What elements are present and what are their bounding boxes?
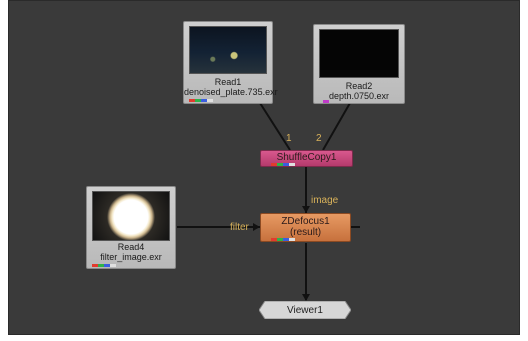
read1-file: denoised_plate.735.exr (184, 87, 278, 97)
read2-channels (323, 100, 329, 103)
arrowhead-filter (253, 223, 260, 231)
read1-channels (189, 99, 213, 102)
read1-thumbnail (189, 26, 267, 74)
read4-node[interactable]: Read4 filter_image.exr (86, 186, 176, 269)
shufflecopy-input-2-label: 2 (316, 133, 322, 144)
read2-node[interactable]: Read2 depth.0750.exr (313, 24, 405, 104)
read2-file: depth.0750.exr (328, 91, 390, 101)
edge-read2-shufflecopy[interactable] (322, 102, 351, 151)
arrowhead-viewer (302, 294, 310, 301)
read4-thumbnail (92, 191, 170, 241)
read1-node[interactable]: Read1 denoised_plate.735.exr (183, 21, 278, 104)
zdefocus-sub: (result) (289, 227, 322, 238)
zdefocus-name: ZDefocus1 (281, 216, 330, 227)
zdefocus-channels (271, 238, 295, 241)
edge-read1-shufflecopy[interactable] (259, 102, 291, 151)
read4-file: filter_image.exr (100, 252, 162, 262)
viewer-shape (259, 301, 351, 319)
shufflecopy-name: ShuffleCopy1 (276, 152, 337, 163)
read4-name: Read4 (117, 242, 145, 252)
read2-name: Read2 (345, 81, 373, 91)
zdefocus-filter-label: filter (230, 222, 249, 233)
zdefocus-image-label: image (311, 195, 339, 206)
shufflecopy-channels (271, 163, 295, 166)
read1-name: Read1 (214, 77, 242, 87)
arrowhead-shufflecopy (302, 206, 310, 213)
read2-thumbnail (319, 29, 399, 78)
shufflecopy-input-1-label: 1 (286, 133, 292, 144)
viewer-name: Viewer1 (287, 305, 323, 316)
zdefocus-node[interactable]: ZDefocus1 (result) (260, 213, 351, 242)
viewer-node[interactable]: Viewer1 (259, 301, 351, 319)
read4-channels (92, 264, 116, 267)
shufflecopy-node[interactable]: ShuffleCopy1 (260, 150, 353, 167)
